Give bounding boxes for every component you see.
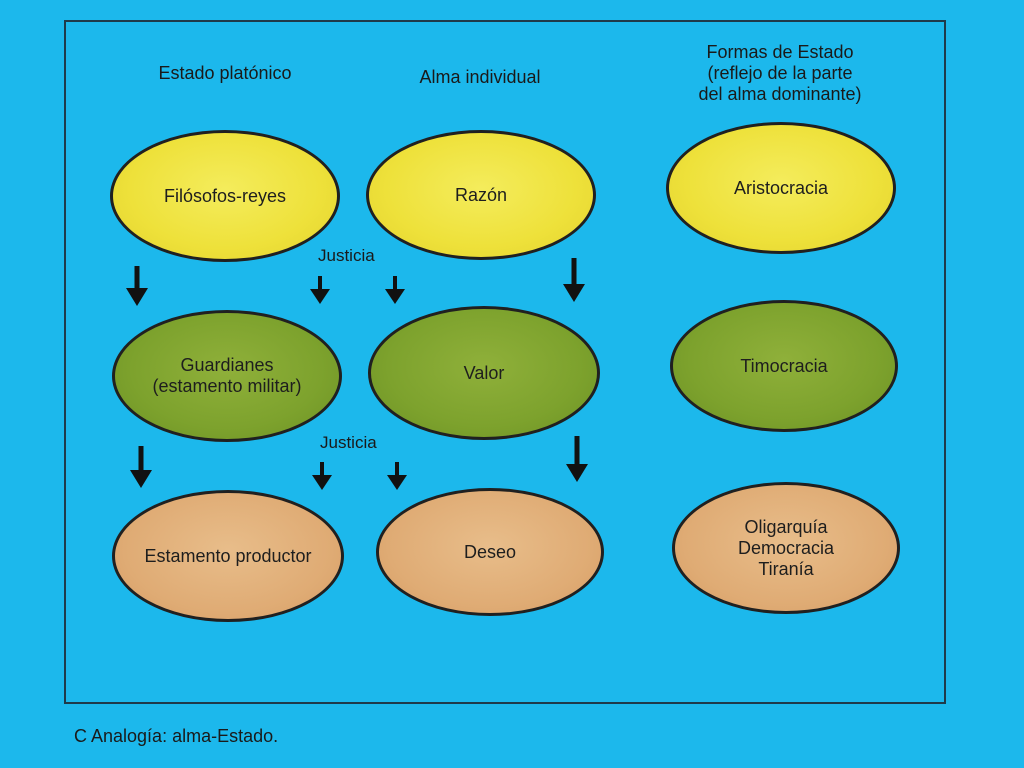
producers-label: Estamento productor bbox=[144, 545, 312, 566]
appetite-ellipse: Deseo bbox=[376, 488, 604, 616]
arrow-down-icon bbox=[130, 446, 152, 488]
header-state: Estado platónico bbox=[158, 63, 292, 83]
lower-forms-ellipse: Oligarquía Democracia Tiranía bbox=[672, 482, 900, 614]
arrow-down-icon bbox=[312, 462, 332, 490]
arrow-down-icon bbox=[126, 266, 148, 306]
arrow-down-icon bbox=[385, 276, 405, 304]
reason-label: Razón bbox=[454, 184, 508, 205]
appetite-label: Deseo bbox=[463, 541, 517, 562]
arrow-down-icon bbox=[563, 258, 585, 302]
guardians-label: Guardianes (estamento militar) bbox=[152, 355, 302, 396]
aristocracy-ellipse: Aristocracia bbox=[666, 122, 896, 254]
diagram-frame bbox=[64, 20, 946, 704]
guardians-ellipse: Guardianes (estamento militar) bbox=[112, 310, 342, 442]
timocracy-ellipse: Timocracia bbox=[670, 300, 898, 432]
spirit-ellipse: Valor bbox=[368, 306, 600, 440]
timocracy-label: Timocracia bbox=[740, 355, 828, 376]
producers-ellipse: Estamento productor bbox=[112, 490, 344, 622]
arrow-down-icon bbox=[387, 462, 407, 490]
lower-forms-label: Oligarquía Democracia Tiranía bbox=[737, 516, 835, 579]
justice-label-lower: Justicia bbox=[320, 433, 377, 452]
reason-ellipse: Razón bbox=[366, 130, 596, 260]
justice-label-upper: Justicia bbox=[318, 246, 375, 265]
aristocracy-label: Aristocracia bbox=[733, 177, 829, 198]
spirit-label: Valor bbox=[463, 362, 505, 383]
philosopher-kings-label: Filósofos-reyes bbox=[163, 185, 287, 206]
figure-caption: C Analogía: alma-Estado. bbox=[74, 726, 279, 746]
arrow-down-icon bbox=[566, 436, 588, 482]
arrow-down-icon bbox=[310, 276, 330, 304]
philosopher-kings-ellipse: Filósofos-reyes bbox=[110, 130, 340, 262]
header-forms: Formas de Estado (reflejo de la parte de… bbox=[698, 42, 862, 104]
header-soul: Alma individual bbox=[419, 67, 541, 87]
